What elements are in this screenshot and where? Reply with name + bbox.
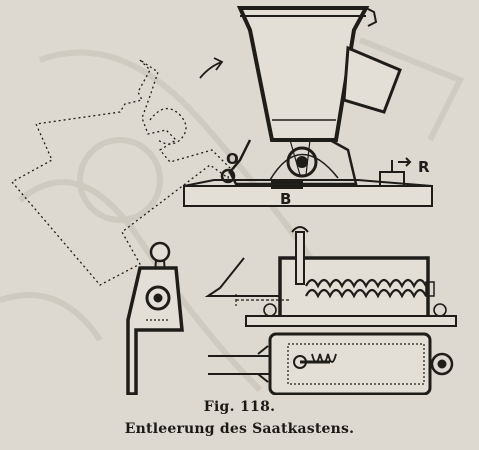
cross-section-detail — [126, 241, 184, 395]
base-rail — [183, 157, 433, 207]
spring-mechanism-top — [208, 332, 454, 395]
tilted-lid-curl — [149, 108, 187, 145]
pivot-mechanism — [220, 138, 358, 186]
hopper — [236, 6, 402, 142]
label-b: B — [280, 190, 291, 208]
tilted-seedbox-outline — [10, 59, 231, 286]
spring-mechanism-side — [204, 226, 457, 327]
figure-number: Fig. 118. — [203, 399, 276, 415]
rotation-arrow-icon — [199, 57, 224, 79]
label-o: O — [226, 150, 239, 168]
label-r: R — [418, 158, 430, 176]
figure-caption: Entleerung des Saatkastens. — [124, 421, 355, 437]
technical-illustration: O B R — [0, 6, 465, 395]
